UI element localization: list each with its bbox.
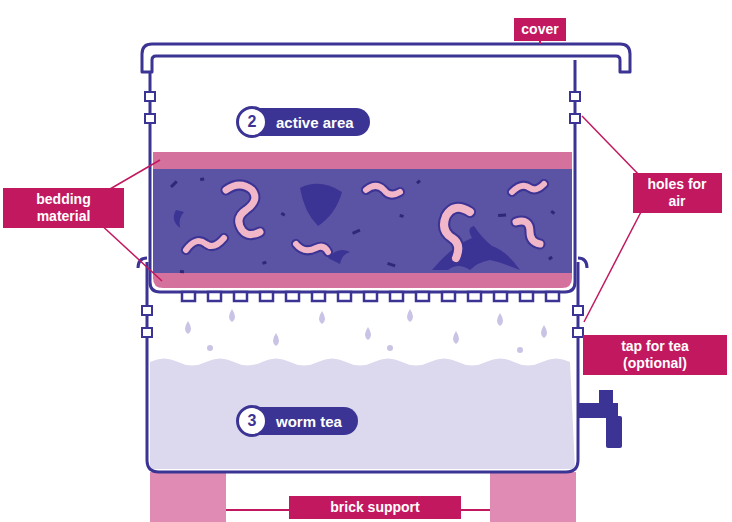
air-hole [573,306,583,315]
tap-spout [606,416,622,448]
part-label: cover [514,18,565,41]
leader-line [539,40,541,44]
tap-handle [599,390,613,404]
brick [490,472,576,522]
worm [226,185,260,235]
leader-line [582,116,642,178]
compost-speck [200,177,204,181]
air-hole [570,92,580,101]
worm [512,184,544,192]
air-hole [145,92,155,101]
compost-speck [352,229,361,235]
drainage-hole [182,292,195,301]
label-text: holes for air [640,176,715,210]
drainage-hole [234,292,247,301]
drop [497,313,503,326]
drop [365,327,371,340]
label-text: tap for tea (optional) [590,338,720,372]
label-text: cover [521,21,558,38]
label-text: brick support [296,499,454,516]
drainage-hole [208,292,221,301]
worm [366,186,400,195]
worm-outline [516,221,540,244]
drop [185,321,191,334]
compost-speck [170,180,178,188]
drainage-hole [416,292,429,301]
drop [229,309,235,322]
drop [207,345,213,351]
drop [453,331,459,344]
part-label: bedding material [3,188,124,228]
drainage-hole [312,292,325,301]
drop [387,345,393,351]
drainage-hole [494,292,507,301]
worm [296,244,328,252]
eggshell [300,184,342,226]
worm-outline [226,185,260,235]
compost-speck [180,270,184,273]
compost-speck [262,261,267,265]
drainage-hole [260,292,273,301]
part-label: brick support [289,496,461,519]
eggshell [174,210,184,228]
drop [273,333,279,346]
compost-speck [498,214,506,217]
worms [186,184,544,258]
worm-outline [366,186,400,195]
worm [186,238,224,250]
drainage-hole [520,292,533,301]
compost-speck [281,212,286,217]
drainage-hole [364,292,377,301]
drop [407,309,413,322]
worm-outline [186,238,224,250]
leader-line [98,222,162,281]
worm-outline [444,208,470,258]
label-text: active area [268,114,370,131]
worm-tea-liquid [150,359,575,470]
compost-speck [548,256,553,261]
drainage-hole [442,292,455,301]
air-hole [145,114,155,123]
compost-speck [399,214,404,218]
compost-speck [416,179,421,184]
label-text: worm tea [268,413,358,430]
worm-outline [296,244,328,252]
drainage-hole [286,292,299,301]
drop [517,347,523,353]
active-area-fill [153,169,572,273]
callout-number: 2 [236,106,268,138]
upper-bin [150,60,575,292]
drop [319,311,325,324]
drop [541,325,547,338]
air-hole [142,306,152,315]
part-label: holes for air [633,173,722,213]
air-hole [142,328,152,337]
callout-number: 3 [236,405,268,437]
zone-label: 2active area [238,108,370,136]
bedding-bottom [153,273,572,288]
part-label: tap for tea (optional) [583,335,727,375]
zone-label: 3worm tea [238,407,358,435]
worm [444,208,470,258]
drainage-hole [338,292,351,301]
air-hole [570,114,580,123]
leader-line [584,210,642,322]
tap-pipe [578,403,618,418]
cover-lid [142,44,630,72]
air-hole [573,328,583,337]
brick [150,472,226,522]
bedding-top [153,152,572,169]
drainage-hole [468,292,481,301]
worm [516,221,540,244]
compost-speck [550,210,555,215]
drainage-hole [390,292,403,301]
compost-speck [387,262,396,267]
drainage-hole [546,292,559,301]
label-text: bedding material [10,191,117,225]
worm-outline [512,184,544,192]
